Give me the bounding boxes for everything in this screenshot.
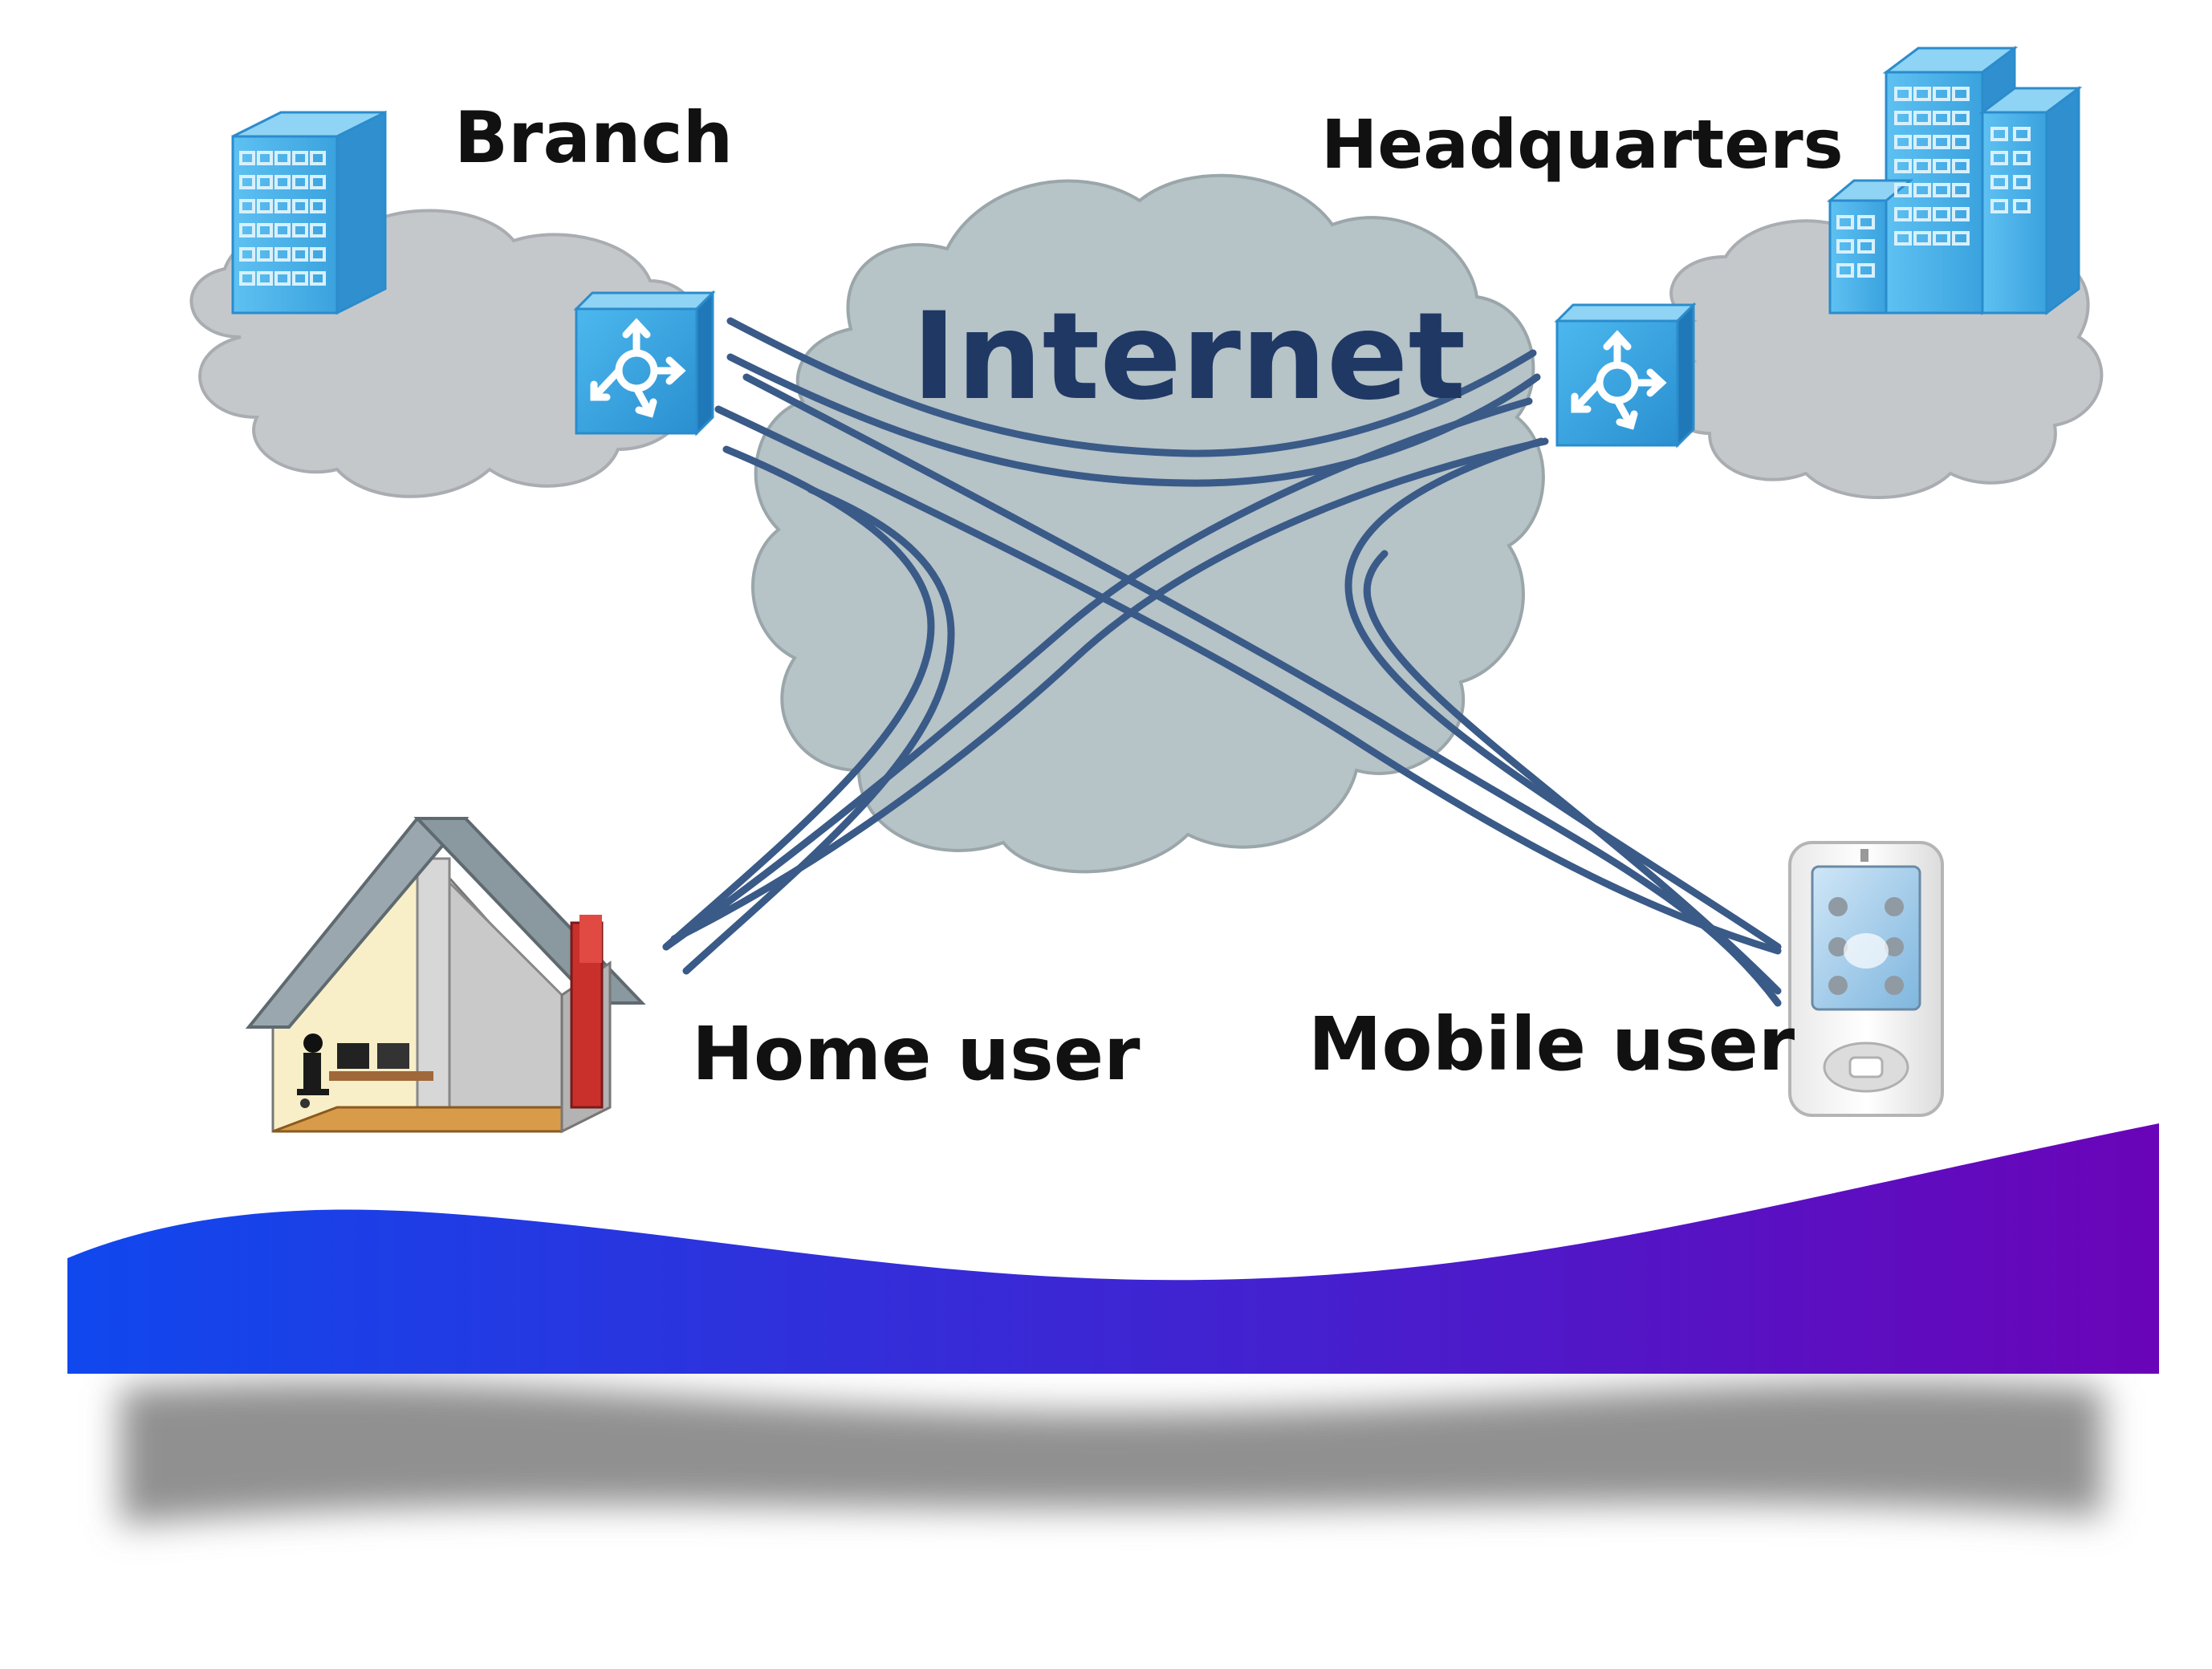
tunnel-branch-mobile-2 (742, 373, 1782, 1007)
building-icon (231, 110, 387, 315)
headquarters-label: Headquarters (1321, 105, 1844, 184)
tunnel-lines (662, 317, 1782, 1007)
home-user-label: Home user (692, 1011, 1141, 1097)
tunnel-branch-home-2 (682, 485, 955, 975)
buildings-icon (1826, 46, 2083, 315)
router-icon (573, 290, 716, 437)
tunnel-hq-mobile-2 (1363, 550, 1782, 995)
branch-label: Branch (454, 96, 734, 179)
banner-shadow (120, 1381, 2103, 1525)
pda-icon (1788, 841, 1944, 1117)
internet-label: Internet (912, 287, 1466, 427)
tunnel-branch-hq (726, 317, 1537, 457)
mobile-user-label: Mobile user (1308, 1001, 1795, 1087)
tunnel-branch-mobile (714, 405, 1782, 955)
house-icon (245, 817, 646, 1134)
color-banner (67, 1123, 2159, 1374)
router-icon (1554, 302, 1697, 449)
tunnel-hq-home-2 (662, 397, 1533, 951)
